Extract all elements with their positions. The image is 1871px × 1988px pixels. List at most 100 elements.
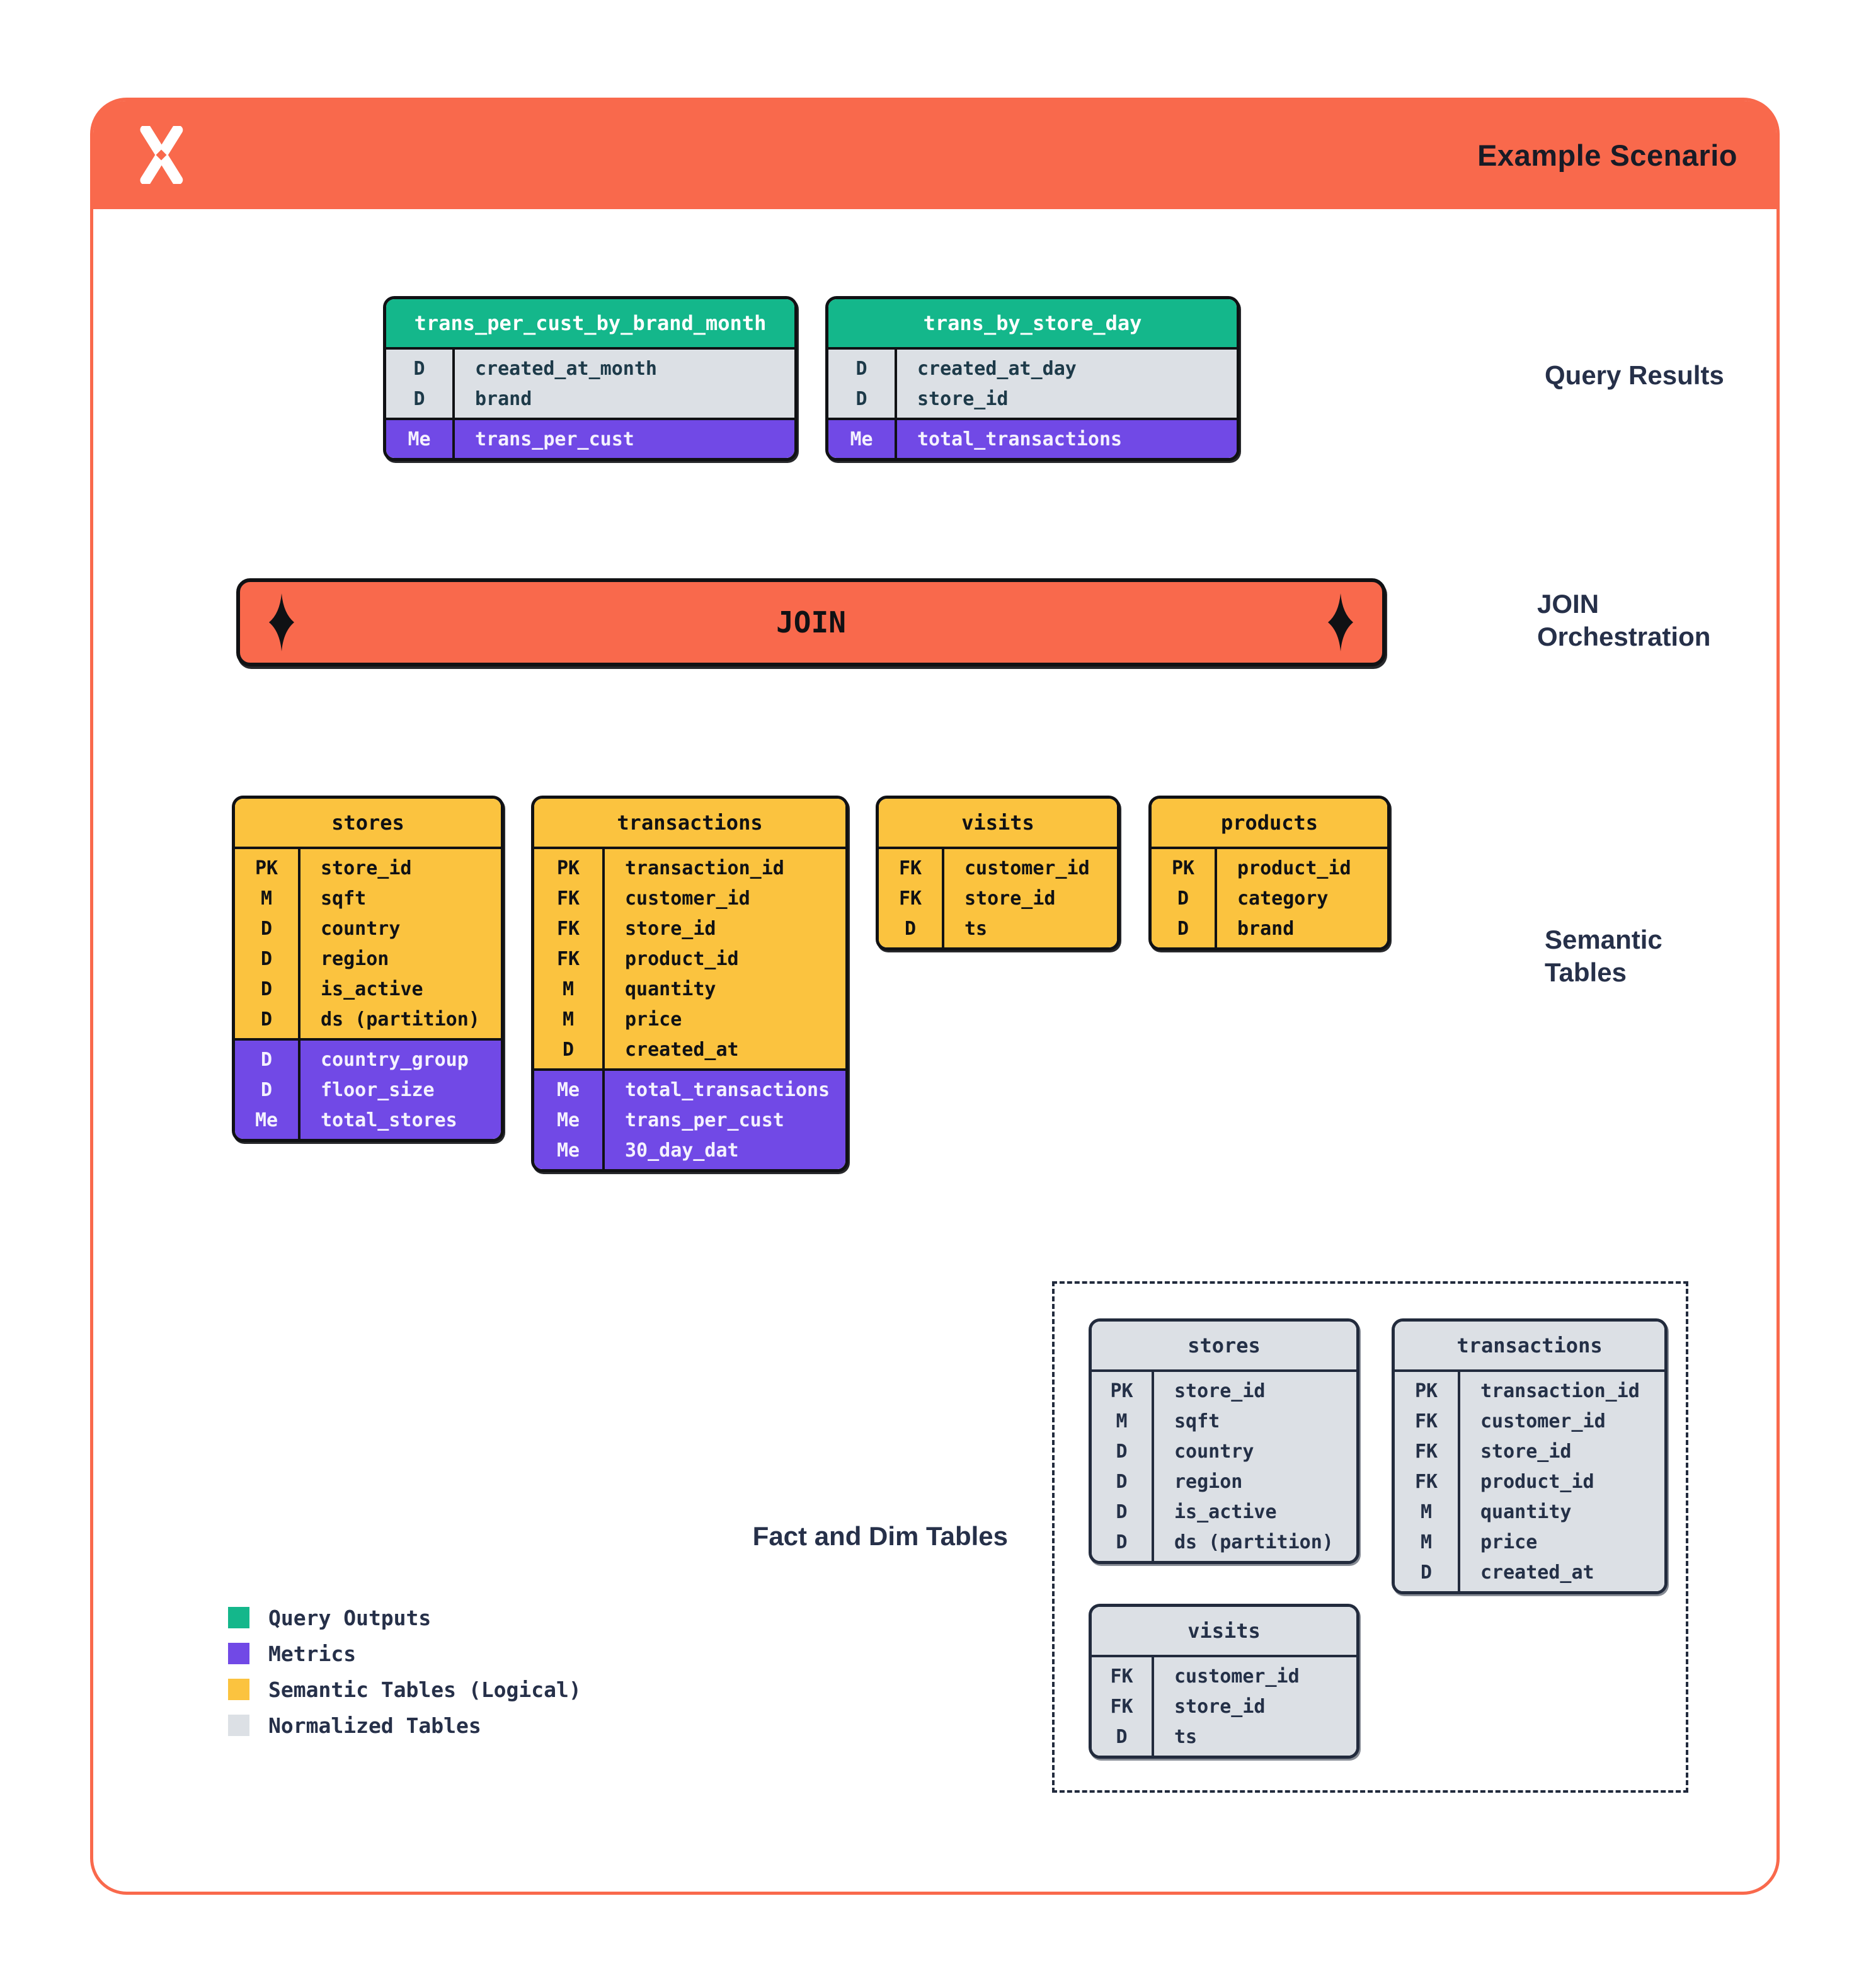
legend-item: Metrics bbox=[228, 1642, 581, 1666]
field-key: Me bbox=[556, 1078, 580, 1101]
query-results-annotation: Query Results bbox=[1545, 360, 1724, 390]
field-key: D bbox=[260, 1078, 273, 1101]
field-key: FK bbox=[556, 947, 580, 970]
legend-item: Normalized Tables bbox=[228, 1713, 581, 1738]
field-key: FK bbox=[1110, 1695, 1133, 1718]
table-title: trans_by_store_day bbox=[828, 299, 1237, 350]
field-key: D bbox=[1116, 1440, 1128, 1463]
field-name: store_id bbox=[917, 387, 1009, 410]
field-name: region bbox=[321, 947, 389, 970]
field-key: PK bbox=[1414, 1380, 1438, 1402]
field-key: Me bbox=[556, 1139, 580, 1162]
table-title: visits bbox=[879, 799, 1117, 849]
field-name: sqft bbox=[321, 887, 367, 910]
field-key: FK bbox=[556, 917, 580, 940]
field-name: customer_id bbox=[625, 887, 750, 910]
field-name: customer_id bbox=[1480, 1410, 1606, 1432]
join-orchestration-annotation: JOIN Orchestration bbox=[1537, 588, 1710, 653]
field-key: D bbox=[904, 917, 917, 940]
join-diamond-icon bbox=[269, 593, 294, 651]
field-name: country_group bbox=[321, 1048, 469, 1071]
key-divider bbox=[1458, 1372, 1460, 1591]
field-name: store_id bbox=[964, 887, 1056, 910]
table-row: FK customer_id bbox=[1395, 1406, 1664, 1436]
field-name: ds (partition) bbox=[321, 1008, 480, 1031]
field-key: D bbox=[1420, 1561, 1433, 1584]
query-outputs-swatch-icon bbox=[228, 1607, 249, 1628]
field-key: M bbox=[1116, 1410, 1128, 1432]
field-key: Me bbox=[556, 1109, 580, 1131]
field-key: D bbox=[260, 1048, 273, 1071]
field-key: FK bbox=[898, 887, 922, 910]
field-name: product_id bbox=[1237, 857, 1351, 879]
legend-label: Semantic Tables (Logical) bbox=[268, 1677, 581, 1702]
normalized-tables-swatch-icon bbox=[228, 1715, 249, 1736]
table-title: transactions bbox=[1395, 1322, 1664, 1372]
field-key: PK bbox=[1110, 1380, 1133, 1402]
field-name: brand bbox=[1237, 917, 1295, 940]
field-key: FK bbox=[898, 857, 922, 879]
field-name: 30_day_dat bbox=[625, 1139, 739, 1162]
field-name: is_active bbox=[1174, 1500, 1277, 1523]
field-name: total_transactions bbox=[917, 428, 1123, 450]
field-key: D bbox=[260, 947, 273, 970]
card-header: Example Scenario bbox=[93, 101, 1777, 209]
table-title: products bbox=[1152, 799, 1387, 849]
dremio-logo-icon bbox=[140, 126, 183, 184]
field-key: FK bbox=[1110, 1665, 1133, 1688]
field-name: is_active bbox=[321, 978, 423, 1000]
field-key: D bbox=[562, 1038, 575, 1061]
field-key: D bbox=[1116, 1531, 1128, 1553]
field-name: ts bbox=[1174, 1725, 1198, 1748]
field-key: M bbox=[260, 887, 273, 910]
table-title: visits bbox=[1092, 1607, 1356, 1657]
field-key: FK bbox=[1414, 1440, 1438, 1463]
field-name: quantity bbox=[625, 978, 716, 1000]
field-key: M bbox=[1420, 1531, 1433, 1553]
legend-item: Semantic Tables (Logical) bbox=[228, 1677, 581, 1702]
join-diamond-icon bbox=[1328, 593, 1353, 651]
field-key: FK bbox=[1414, 1410, 1438, 1432]
field-name: store_id bbox=[1480, 1440, 1572, 1463]
semantic-tables-annotation: Semantic Tables bbox=[1545, 923, 1662, 989]
field-name: region bbox=[1174, 1470, 1243, 1493]
field-key: D bbox=[260, 917, 273, 940]
join-label: JOIN bbox=[776, 605, 846, 639]
legend-label: Normalized Tables bbox=[268, 1713, 481, 1738]
key-divider bbox=[298, 849, 300, 1139]
field-name: created_at_month bbox=[475, 357, 657, 380]
table-title: stores bbox=[1092, 1322, 1356, 1372]
field-name: store_id bbox=[1174, 1380, 1266, 1402]
field-key: PK bbox=[1171, 857, 1195, 879]
table-row: PK product_id bbox=[1152, 853, 1387, 883]
field-key: D bbox=[260, 978, 273, 1000]
field-name: store_id bbox=[1174, 1695, 1266, 1718]
